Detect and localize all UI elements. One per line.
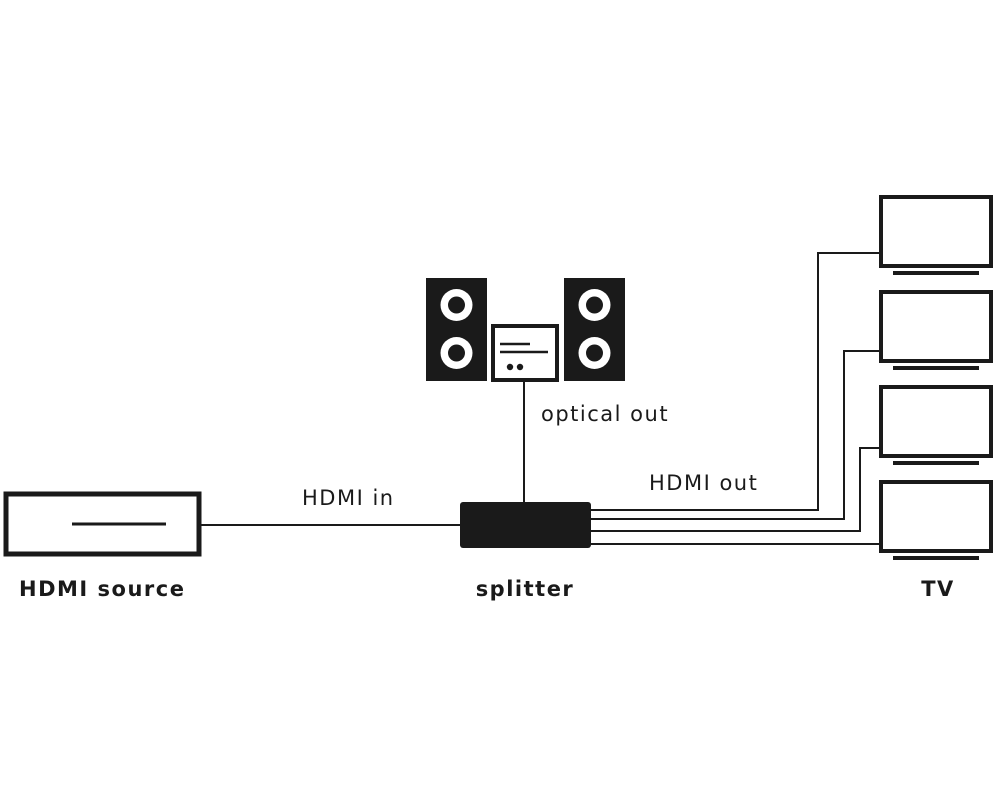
hdmi-out-cables xyxy=(591,252,881,545)
splitter-box xyxy=(460,502,591,548)
right-speaker xyxy=(564,278,625,381)
hdmi-out-cable-2 xyxy=(591,350,881,520)
label-optical-out: optical out xyxy=(541,402,669,426)
stereo-system xyxy=(426,278,625,382)
tv-1 xyxy=(879,195,993,275)
hdmi-out-cable-1 xyxy=(591,252,881,511)
tv-4 xyxy=(879,480,993,560)
hdmi-out-cable-3 xyxy=(591,447,881,532)
label-hdmi-in: HDMI in xyxy=(302,486,395,510)
amplifier xyxy=(491,324,559,382)
tv-2 xyxy=(879,290,993,370)
label-hdmi-source: HDMI source xyxy=(19,577,185,601)
tv-3 xyxy=(879,385,993,465)
label-hdmi-out: HDMI out xyxy=(649,471,758,495)
hdmi-source-device xyxy=(3,491,202,557)
label-tv: TV xyxy=(921,577,955,601)
label-splitter: splitter xyxy=(476,577,575,601)
left-speaker xyxy=(426,278,487,381)
